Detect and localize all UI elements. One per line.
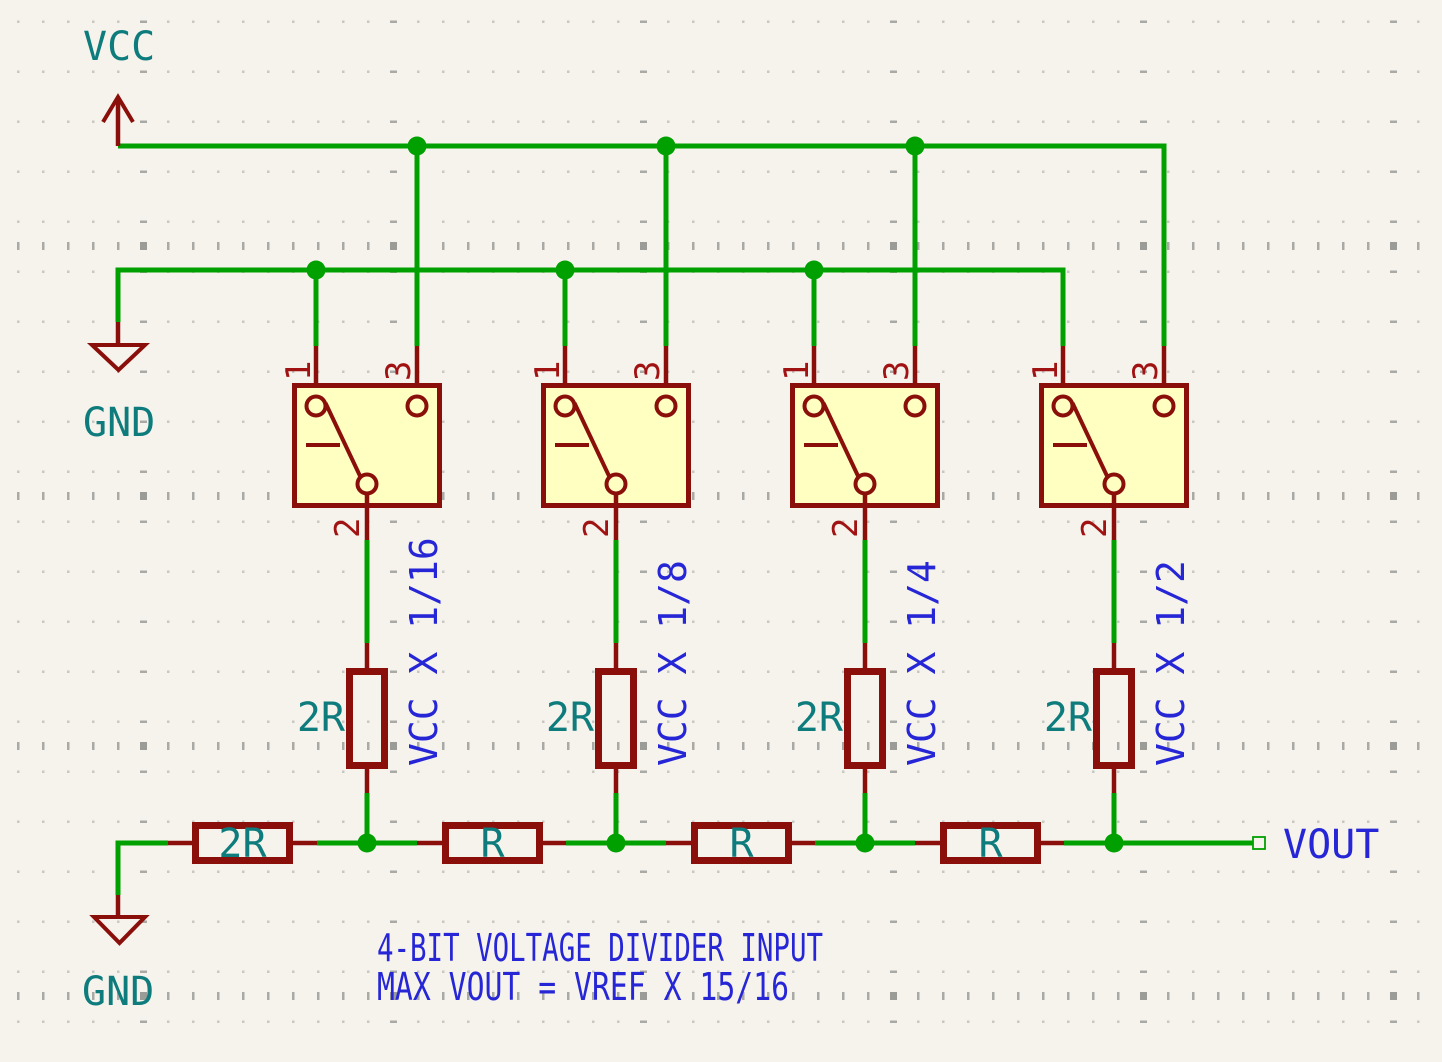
r2r2-body[interactable] [595, 668, 637, 769]
sw2-tap-label[interactable]: VCC X 1/8 [651, 560, 695, 766]
ladder-resistor-2r-value[interactable]: 2R [218, 821, 267, 867]
sw1-tap-label[interactable]: VCC X 1/16 [402, 537, 446, 766]
ladder-resistor-r2-value[interactable]: R [729, 821, 754, 867]
sw4-pin2-number: 2 [1075, 518, 1115, 538]
sw4-pin3-contact[interactable] [1152, 394, 1176, 418]
rail-wire-left[interactable] [115, 840, 168, 895]
vout-open-end-icon[interactable] [1252, 836, 1266, 850]
r2r1-body[interactable] [346, 668, 388, 769]
sw1-lever[interactable] [323, 402, 363, 478]
sw4-tap-label[interactable]: VCC X 1/2 [1149, 560, 1193, 766]
gnd-bottom-label[interactable]: GND [82, 969, 154, 1015]
gnd-bus[interactable] [115, 260, 1066, 347]
sw3-pin2-number: 2 [826, 518, 866, 538]
junction-rail-1[interactable] [357, 833, 377, 853]
sw1-pin3-contact[interactable] [405, 394, 429, 418]
junction-vcc-1[interactable] [407, 136, 427, 156]
ladder-resistor-r3-body[interactable] [940, 822, 1041, 864]
wire-vcc-bus[interactable] [118, 143, 1167, 346]
note-line-2[interactable]: MAX VOUT = VREF X 15/16 [377, 965, 789, 1009]
sw2-lever[interactable] [572, 402, 612, 478]
junction-vcc-3[interactable] [905, 136, 925, 156]
sw4-pin3-number: 3 [1126, 361, 1166, 381]
wire-gnd-bus[interactable] [115, 267, 1066, 346]
gnd-bottom-triangle-icon[interactable] [89, 915, 150, 946]
sw2-pin3-number: 3 [628, 361, 668, 381]
r2r3-body[interactable] [844, 668, 886, 769]
schematic-notes[interactable]: 4-BIT VOLTAGE DIVIDER INPUT MAX VOUT = V… [377, 926, 823, 1009]
switch-unit-2[interactable]: 1 3 2 VCC X 1/8 [528, 346, 695, 766]
switch-unit-1[interactable]: 1 3 2 VCC X 1/16 [279, 346, 446, 766]
ladder-resistor-2r-body[interactable] [192, 822, 293, 864]
r2r1-value[interactable]: 2R [297, 695, 346, 741]
vcc-arrow-icon[interactable] [101, 93, 135, 124]
switch-unit-4[interactable]: 1 3 2 VCC X 1/2 [1026, 346, 1193, 766]
r2r4-value[interactable]: 2R [1044, 695, 1093, 741]
junction-rail-4[interactable] [1104, 833, 1124, 853]
gnd-top-label[interactable]: GND [83, 400, 155, 446]
ladder-resistor-r1-value[interactable]: R [480, 821, 505, 867]
gnd-top-triangle-icon[interactable] [86, 343, 151, 373]
r2r2-value[interactable]: 2R [546, 695, 595, 741]
sw2-pin1-number: 1 [528, 361, 568, 381]
ladder-resistor-r1-body[interactable] [442, 822, 543, 864]
sw2-pin2-number: 2 [577, 518, 617, 538]
sw2-pin3-contact[interactable] [654, 394, 678, 418]
junction-gnd-3[interactable] [804, 260, 824, 280]
switch-unit-3[interactable]: 1 3 2 VCC X 1/4 [777, 346, 944, 766]
sw1-pin3-number: 3 [379, 361, 419, 381]
vout-label[interactable]: VOUT [1283, 822, 1379, 868]
r2r4-body[interactable] [1093, 668, 1135, 769]
ladder-rail[interactable]: 2R R R R VOUT [115, 821, 1379, 895]
sw4-lever[interactable] [1070, 402, 1110, 478]
sw3-tap-label[interactable]: VCC X 1/4 [900, 560, 944, 766]
shunt-resistor-4[interactable]: 2R [1044, 643, 1135, 843]
junction-rail-3[interactable] [855, 833, 875, 853]
gnd-symbol-bottom[interactable]: GND [82, 895, 154, 1015]
vcc-power-symbol[interactable]: VCC [83, 24, 155, 146]
sw1-pin1-number: 1 [279, 361, 319, 381]
ladder-resistor-r3-value[interactable]: R [978, 821, 1003, 867]
ladder-resistor-r2-body[interactable] [691, 822, 792, 864]
sw3-pin3-number: 3 [877, 361, 917, 381]
junction-gnd-1[interactable] [306, 260, 326, 280]
junction-vcc-2[interactable] [656, 136, 676, 156]
gnd-symbol-top[interactable]: GND [83, 322, 155, 446]
vcc-label[interactable]: VCC [83, 24, 155, 70]
sw3-lever[interactable] [821, 402, 861, 478]
vcc-bus[interactable] [118, 136, 1167, 347]
junction-gnd-2[interactable] [555, 260, 575, 280]
junction-rail-2[interactable] [606, 833, 626, 853]
sw4-pin1-number: 1 [1026, 361, 1066, 381]
r2r3-value[interactable]: 2R [795, 695, 844, 741]
note-line-1[interactable]: 4-BIT VOLTAGE DIVIDER INPUT [377, 926, 823, 970]
sw1-pin2-number: 2 [328, 518, 368, 538]
sw3-pin1-number: 1 [777, 361, 817, 381]
sw3-pin3-contact[interactable] [903, 394, 927, 418]
